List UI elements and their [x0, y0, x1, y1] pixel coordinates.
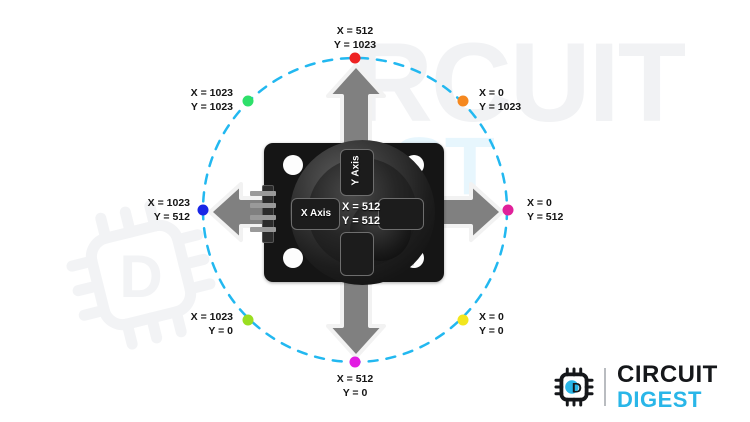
- callout-right-y-value: Y = 512: [527, 211, 564, 223]
- callout-label-top: X = 512 Y = 1023: [334, 24, 376, 52]
- callout-top-right-y-value: Y = 1023: [479, 101, 522, 113]
- callout-top-left-x-value: X = 1023: [190, 87, 233, 99]
- callout-label-bottom-right: X = 0 Y = 0: [479, 310, 504, 338]
- callout-left-y-value: Y = 512: [153, 211, 190, 223]
- callout-label-bottom-left: X = 1023 Y = 0: [191, 310, 233, 338]
- logo-wordmark: CIRCUIT DIGEST: [617, 363, 718, 411]
- callout-bottom-right-x-value: X = 0: [479, 311, 504, 323]
- header-pin: [250, 215, 276, 220]
- logo-circuit-text: CIRCUIT: [617, 361, 718, 388]
- logo-chip-letter: D: [572, 379, 582, 395]
- callout-bottom-x-value: X = 512: [336, 373, 374, 385]
- callout-left-x-value: X = 1023: [147, 197, 190, 209]
- callout-bottom-left-y-value: Y = 0: [208, 325, 233, 337]
- y-axis-label: Y Axis: [350, 155, 362, 186]
- callout-dot-left: [197, 204, 209, 216]
- callout-label-bottom: X = 512 Y = 0: [337, 372, 374, 400]
- callout-dot-top-right: [457, 95, 469, 107]
- direction-pad-right: [378, 198, 424, 230]
- svg-text:D: D: [119, 243, 162, 310]
- callout-bottom-y-value: Y = 0: [342, 387, 368, 399]
- callout-dot-bottom-left: [242, 314, 254, 326]
- watermark-circuit-text: RCUIT: [352, 20, 686, 145]
- callout-dot-bottom: [349, 356, 361, 368]
- callout-top-left-y-value: Y = 1023: [190, 101, 233, 113]
- direction-pad-left: [291, 198, 340, 230]
- circuit-digest-logo: D CIRCUIT DIGEST: [553, 363, 718, 411]
- callout-top-y-value: Y = 1023: [333, 39, 377, 51]
- callout-label-top-left: X = 1023 Y = 1023: [191, 86, 233, 114]
- joystick-module: X Axis Y Axis X = 512 Y = 512: [250, 140, 444, 285]
- callout-bottom-right-y-value: Y = 0: [479, 325, 504, 337]
- center-readout: X = 512 Y = 512: [342, 200, 380, 228]
- arrow-up-icon: [326, 63, 386, 152]
- callout-right-x-value: X = 0: [527, 197, 552, 209]
- callout-dot-bottom-right: [457, 314, 469, 326]
- header-pin: [250, 191, 276, 196]
- callout-label-top-right: X = 0 Y = 1023: [479, 86, 521, 114]
- x-axis-label: X Axis: [300, 208, 332, 219]
- logo-chip-icon: D: [554, 367, 594, 407]
- callout-dot-top-left: [242, 95, 254, 107]
- callout-top-x-value: X = 512: [336, 25, 374, 37]
- mounting-hole: [283, 248, 303, 268]
- center-readout-line1: X = 512: [342, 201, 381, 213]
- callout-bottom-left-x-value: X = 1023: [190, 311, 233, 323]
- callout-label-left: X = 1023 Y = 512: [148, 196, 190, 224]
- direction-pad-up: [340, 149, 374, 196]
- callout-label-right: X = 0 Y = 512: [527, 196, 563, 224]
- center-readout-line2: Y = 512: [342, 215, 381, 227]
- logo-divider: [604, 368, 606, 406]
- direction-pad-down: [340, 232, 374, 276]
- header-pin: [250, 203, 276, 208]
- logo-digest-text: DIGEST: [617, 387, 702, 412]
- callout-dot-right: [502, 204, 514, 216]
- pin-header: [250, 185, 276, 243]
- header-pin: [250, 227, 276, 232]
- callout-dot-top: [349, 52, 361, 64]
- mounting-hole: [283, 155, 303, 175]
- callout-top-right-x-value: X = 0: [479, 87, 504, 99]
